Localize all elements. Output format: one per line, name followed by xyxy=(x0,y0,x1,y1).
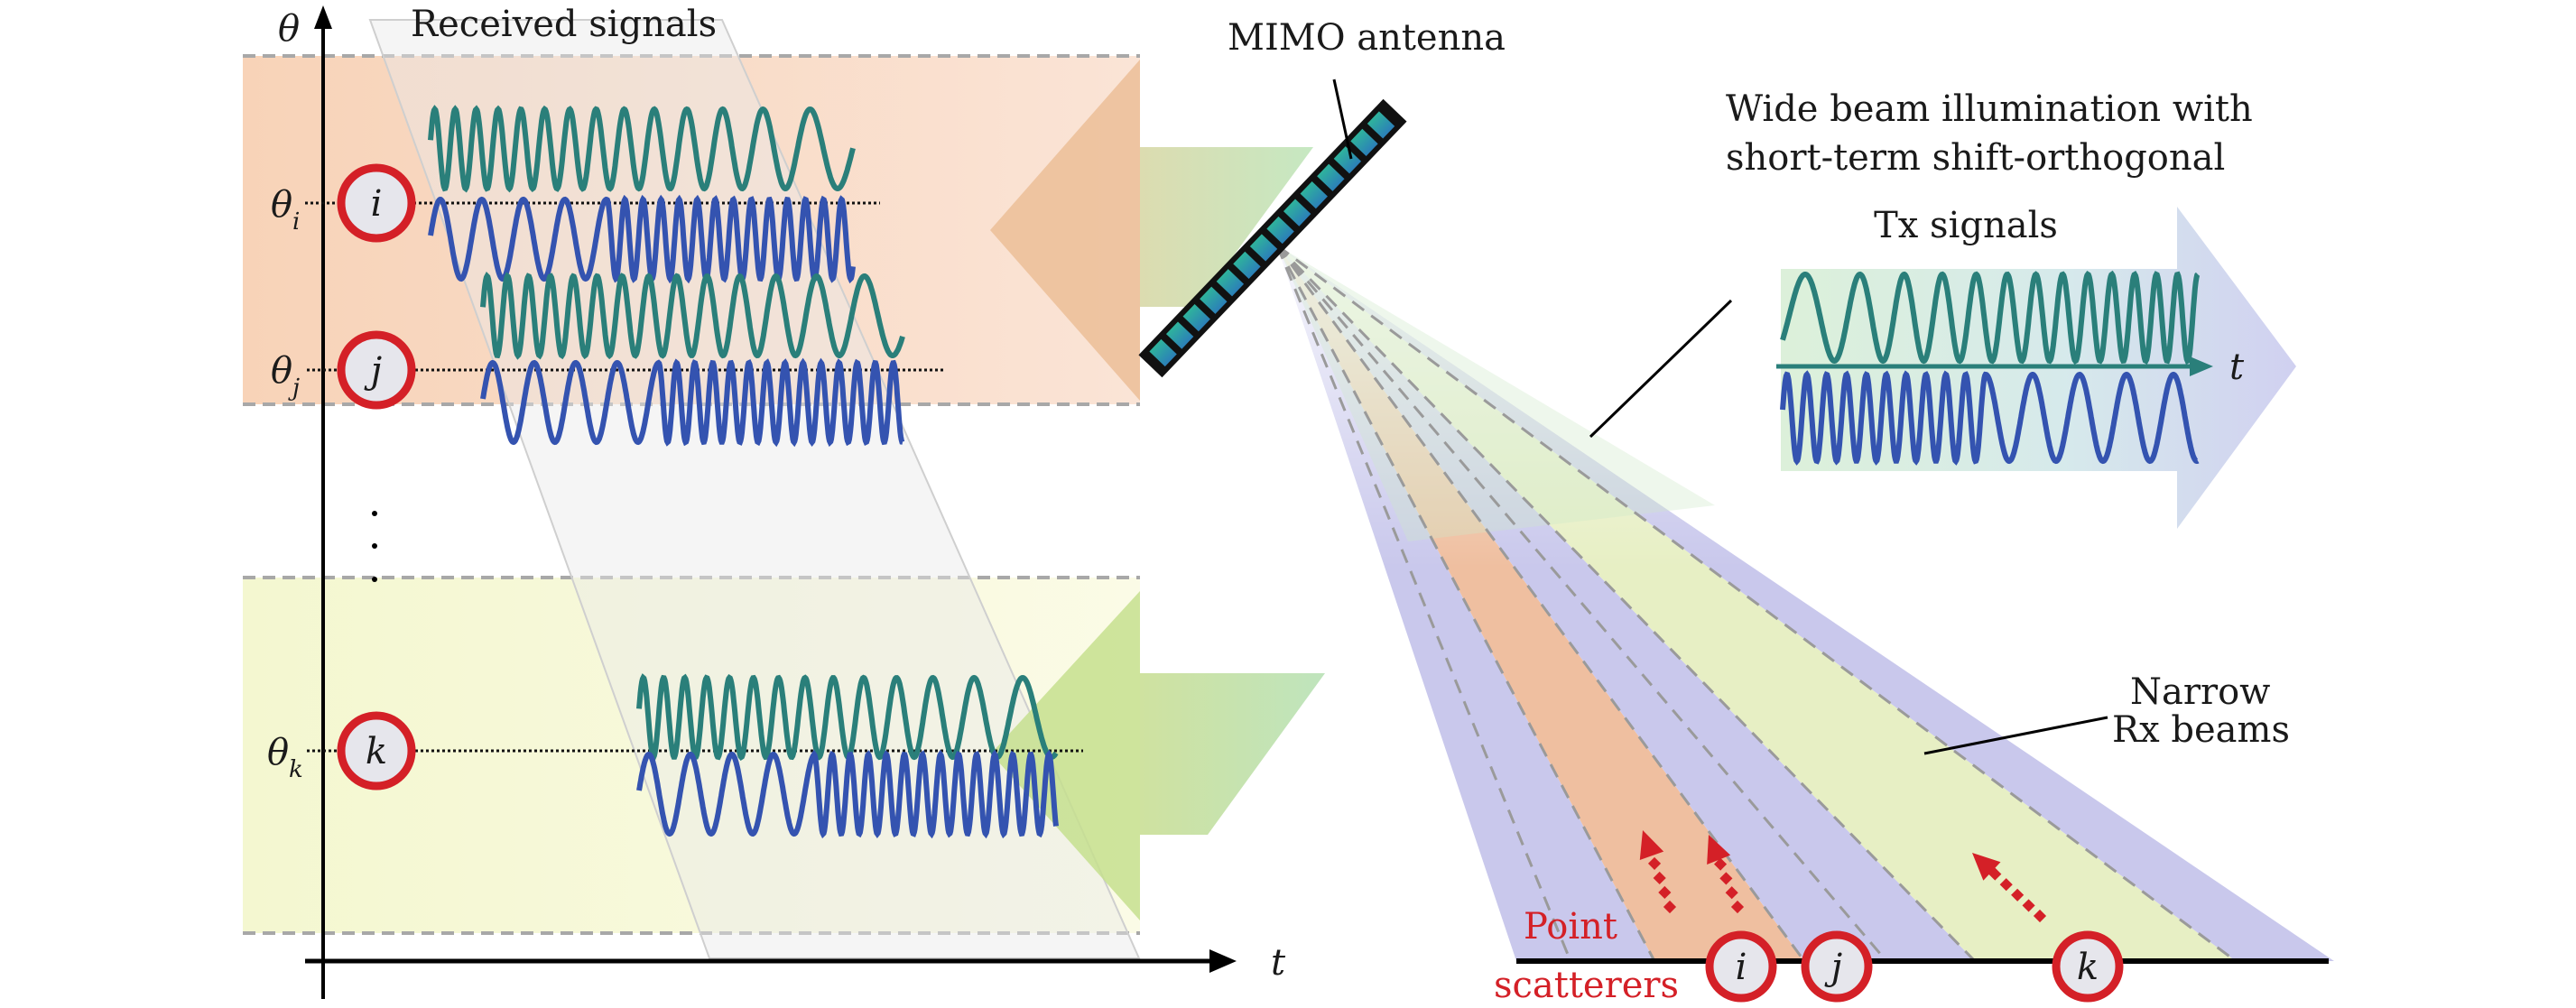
antenna-element xyxy=(1367,111,1395,139)
antenna-element xyxy=(1333,146,1362,174)
tx-signals-title: Tx signals xyxy=(1874,205,2058,246)
received-teal-wave xyxy=(480,272,905,360)
mimo-antenna-label: MIMO antenna xyxy=(1228,17,1506,59)
scatterers-label-line2: scatterers xyxy=(1494,965,1679,1003)
target-i-marker: i xyxy=(337,163,416,243)
beam-boundary-dashed xyxy=(1275,245,1656,962)
echo-arrow-dot xyxy=(1653,871,1666,885)
antenna-element xyxy=(1317,163,1345,191)
scatterers-label-line1: Point xyxy=(1524,906,1617,948)
antenna-element xyxy=(1266,216,1294,245)
scatterer-circle xyxy=(2052,930,2124,1003)
received-blue-wave xyxy=(636,749,1059,839)
rx-beams-label-line1: Narrow xyxy=(2130,671,2270,713)
rx-beam-fan xyxy=(1275,244,2334,963)
tx-waveforms xyxy=(1780,270,2201,466)
echo-arrow-dot xyxy=(1663,900,1677,914)
time-axis xyxy=(305,949,1237,973)
scatterer-circle xyxy=(1801,930,1873,1003)
scatterer-i-marker: i xyxy=(1705,930,1777,1003)
scatterer-circle xyxy=(1705,930,1777,1003)
echo-arrow-head xyxy=(1639,830,1664,860)
echo-arrow-dot xyxy=(1730,900,1745,914)
theta-i-label: θ i xyxy=(271,184,300,236)
tx-time-axis xyxy=(1776,356,2213,376)
scatterer-j-marker: j xyxy=(1801,930,1873,1003)
antenna-element xyxy=(1350,128,1378,156)
antenna-element xyxy=(1233,251,1261,279)
antenna-body xyxy=(1138,98,1407,378)
beam-boundary-dashed xyxy=(1275,244,1977,963)
beam-boundary-dashed xyxy=(1275,245,1888,962)
antenna-element xyxy=(1283,199,1311,227)
ellipsis-dots xyxy=(372,511,377,582)
theta-axis-label: θ xyxy=(278,8,300,50)
tx-blue-wave xyxy=(1780,370,2200,466)
received-blue-wave xyxy=(428,194,856,284)
svg-text:θ: θ xyxy=(271,184,292,226)
received-waveforms xyxy=(428,105,1059,839)
bottom-band-green-tail xyxy=(1140,673,1325,835)
beam-boundary-dashed xyxy=(1275,245,1572,962)
target-j-marker: j xyxy=(337,330,416,410)
beam-boundary-dashed xyxy=(1275,245,1806,962)
svg-text:θ: θ xyxy=(271,350,292,392)
tx-caption-leader-line xyxy=(1589,299,1733,439)
echo-arrow xyxy=(1707,835,1745,914)
theta-axis xyxy=(314,5,332,999)
tx-teal-wave xyxy=(1780,270,2201,365)
antenna-element xyxy=(1249,234,1278,262)
beam-boundary-dashed xyxy=(1276,244,2237,963)
echo-arrow-head xyxy=(1972,853,2001,881)
beam-fade-overlay xyxy=(1277,245,2334,961)
received-teal-wave xyxy=(428,105,856,193)
echo-arrow-dot xyxy=(1658,885,1672,900)
echo-arrow-dot xyxy=(1713,857,1728,871)
svg-text:i: i xyxy=(292,208,300,236)
antenna-leader-line xyxy=(1332,79,1353,160)
rx-beams-leader-line xyxy=(1923,716,2108,755)
received-blue-wave xyxy=(480,357,905,448)
bottom-band-arrowhead xyxy=(991,591,1140,920)
rx-beams-label-line2: Rx beams xyxy=(2112,709,2290,751)
antenna-element xyxy=(1200,286,1228,314)
antenna-frame xyxy=(1138,98,1407,378)
echo-arrow-dot xyxy=(1719,872,1733,885)
scatterer-k-marker: k xyxy=(2052,930,2124,1003)
svg-text:k: k xyxy=(366,731,387,772)
tx-caption-line1: Wide beam illumination with xyxy=(1726,88,2253,130)
target-k-marker: k xyxy=(337,711,416,791)
scatterer-label: k xyxy=(2077,947,2099,988)
antenna-element xyxy=(1165,321,1194,349)
tx-time-axis-label: t xyxy=(2229,347,2245,388)
beam-green-tint xyxy=(1277,245,1715,541)
svg-text:θ: θ xyxy=(267,732,289,773)
antenna-element xyxy=(1300,181,1328,209)
received-signals-window xyxy=(368,19,1141,959)
echo-arrow-dot xyxy=(1647,856,1662,870)
antenna-element xyxy=(1149,338,1177,367)
top-band-arrowhead xyxy=(990,60,1140,401)
tx-caption-line2: short-term shift-orthogonal xyxy=(1726,137,2225,179)
antenna-element xyxy=(1216,269,1245,297)
theta-k-label: θ k xyxy=(267,732,303,783)
scatterer-label: i xyxy=(1736,947,1747,988)
antenna-element xyxy=(1182,304,1210,332)
svg-text:k: k xyxy=(289,756,303,783)
received-signals-title: Received signals xyxy=(411,4,717,45)
echo-arrow-head xyxy=(1707,835,1731,865)
svg-text:i: i xyxy=(371,183,383,225)
mimo-antenna-array xyxy=(1138,98,1407,378)
echo-arrow-dot xyxy=(1725,886,1738,900)
top-band-green-tail xyxy=(1140,147,1313,307)
point-scatterers: i j k xyxy=(1516,830,2329,1003)
time-axis-label: t xyxy=(1271,942,1286,984)
echo-arrow xyxy=(1639,830,1677,914)
